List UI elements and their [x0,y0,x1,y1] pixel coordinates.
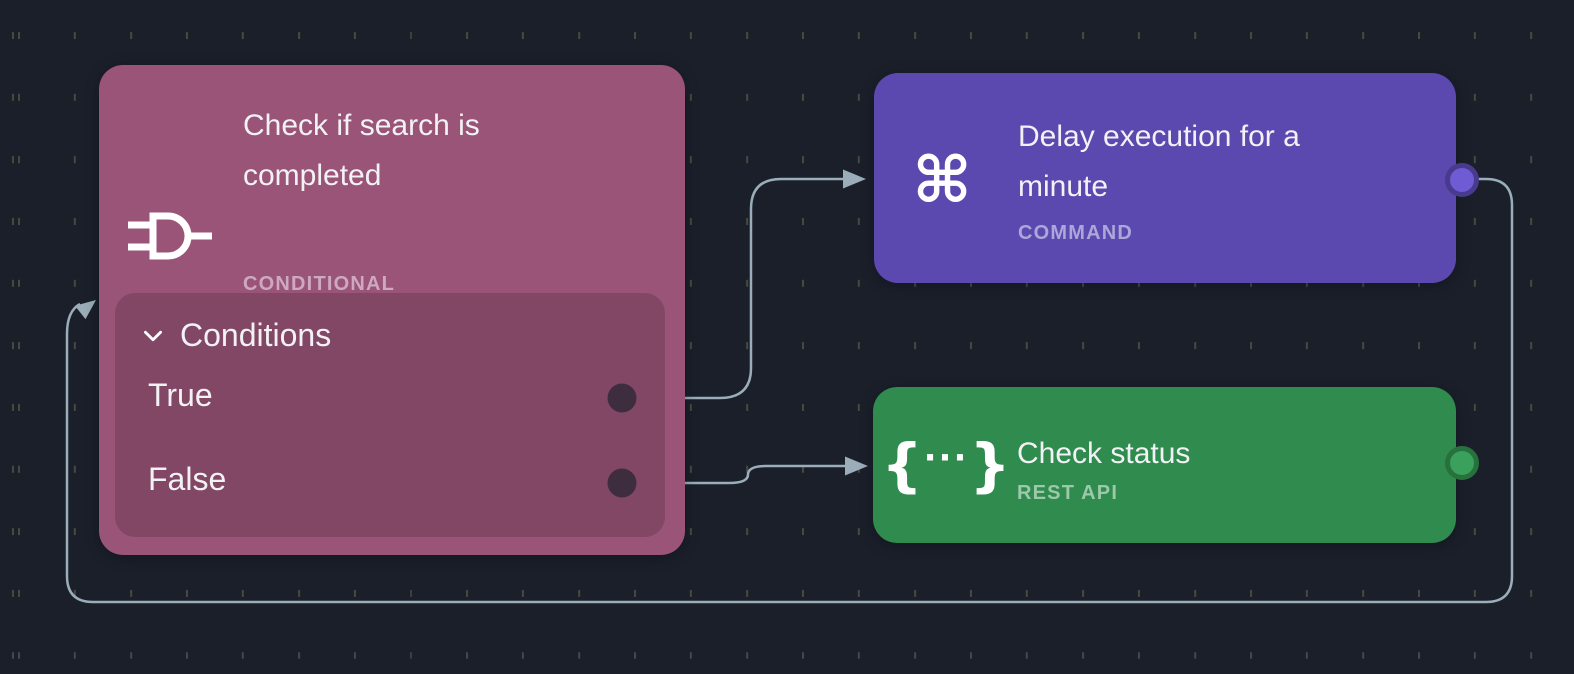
node-title: Check status [1017,437,1191,470]
node-title: Check if search is completed [243,109,480,192]
output-port-command[interactable] [1445,163,1479,197]
node-type-badge: COMMAND [1018,222,1134,244]
conditions-panel-label: Conditions [180,317,332,353]
wire-false-to-check-status[interactable] [636,456,868,485]
node-type-badge: REST API [1017,482,1119,504]
command-key-icon: ⌘ [912,144,972,218]
logic-gate-icon [128,212,212,260]
brace-dots: ··· [923,438,969,478]
wire-delay-loopback[interactable] [65,177,1514,604]
output-port-false[interactable] [607,468,637,498]
output-port-rest[interactable] [1445,446,1479,480]
condition-row-true-label: True [148,377,213,413]
wire-true-to-delay[interactable] [635,169,866,400]
node-command[interactable]: ⌘ Delay execution for a minute COMMAND [874,73,1479,283]
conditions-collapse-toggle[interactable]: Conditions [140,317,331,354]
node-rest-api[interactable]: { ··· } Check status REST API [873,387,1479,543]
output-port-true[interactable] [607,383,637,413]
node-conditional[interactable]: Check if search is completed CONDITIONAL… [99,65,685,555]
chevron-down-icon [144,330,162,341]
condition-row-false-label: False [148,461,227,497]
brace-left: { [881,431,923,499]
brace-right: } [969,431,1011,499]
node-type-badge: CONDITIONAL [243,273,396,295]
node-title: Delay execution for a minute [1018,120,1300,203]
conditions-panel: Conditions True False [115,293,665,537]
braces-dots-icon: { ··· } [881,423,1010,507]
